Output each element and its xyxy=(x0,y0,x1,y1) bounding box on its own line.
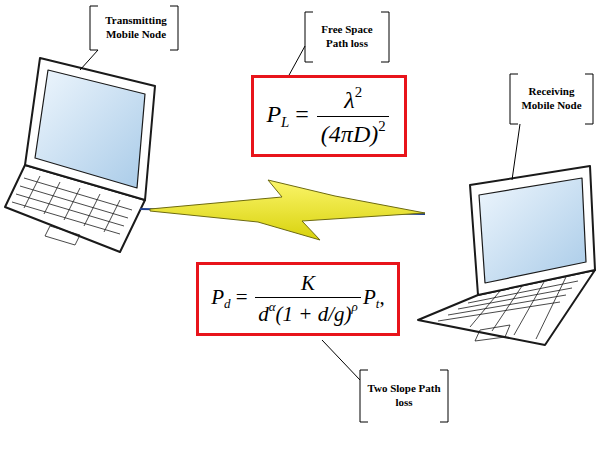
callout-label: Receiving Mobile Node xyxy=(516,74,587,124)
formula-symbol: P xyxy=(266,101,281,127)
formula-box: Pd=Kdα(1 + d/g)ρPt, xyxy=(196,262,400,336)
callout-label: Transmitting Mobile Node xyxy=(96,6,176,50)
formula-superscript: ρ xyxy=(352,299,358,314)
formula-subscript: t xyxy=(376,296,380,311)
formula-symbol: P xyxy=(363,285,376,309)
formula-operator: = xyxy=(289,101,315,127)
formula-symbol: P xyxy=(211,285,224,309)
callout-label: Two Slope Path loss xyxy=(366,370,442,422)
denominator: (4πD)2 xyxy=(317,116,389,148)
fraction: Kdα(1 + d/g)ρ xyxy=(255,271,361,327)
fraction: λ2(4πD)2 xyxy=(317,84,389,148)
callout-label: Free Space Path loss xyxy=(311,12,383,62)
formula-symbol: K xyxy=(301,271,315,295)
leader-line xyxy=(80,46,520,380)
formula-superscript: 2 xyxy=(355,84,362,100)
formula-box: PL=λ2(4πD)2 xyxy=(251,75,407,157)
formula: Pd=Kdα(1 + d/g)ρPt, xyxy=(211,271,384,327)
formula-symbol: (4πD) xyxy=(321,121,378,147)
numerator: λ2 xyxy=(341,84,366,115)
formula-superscript: 2 xyxy=(378,118,385,134)
formula-subscript: d xyxy=(224,296,231,311)
formula-symbol: , xyxy=(379,285,384,309)
label-bracket xyxy=(90,6,593,422)
laptop-icon xyxy=(418,166,595,345)
formula: PL=λ2(4πD)2 xyxy=(266,84,391,148)
denominator: dα(1 + d/g)ρ xyxy=(255,297,361,327)
formula-superscript: α xyxy=(269,299,276,314)
numerator: K xyxy=(298,271,318,297)
lightning-bolt xyxy=(150,180,425,240)
formula-symbol: d xyxy=(258,302,269,326)
formula-subscript: L xyxy=(281,114,289,130)
laptop-icon xyxy=(5,58,155,252)
formula-symbol: (1 + d/g) xyxy=(276,302,352,326)
formula-symbol: λ xyxy=(344,87,354,113)
formula-operator: = xyxy=(231,285,253,309)
